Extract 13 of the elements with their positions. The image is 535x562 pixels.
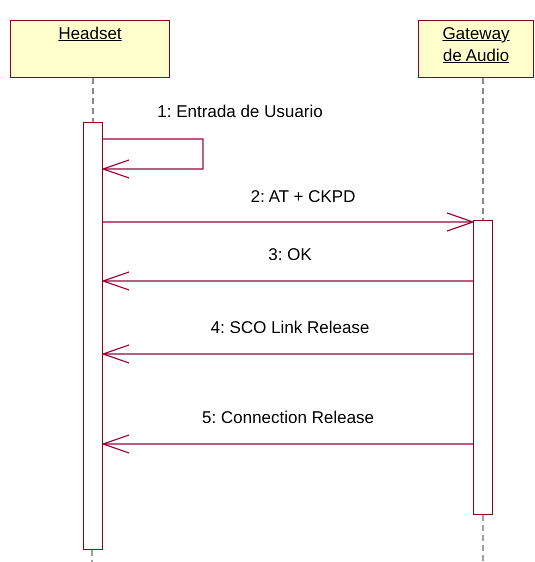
lifeline: [92, 78, 94, 122]
activation-bar: [83, 122, 103, 550]
message-arrow: [102, 271, 473, 291]
self-message-arrow: [102, 138, 204, 179]
activation-bar: [473, 220, 493, 515]
message-arrow: [103, 212, 474, 232]
participant-box: [10, 20, 170, 78]
participant-name: Gateway de Audio: [442, 24, 510, 65]
message-arrow: [102, 434, 473, 454]
participant-box: [418, 20, 534, 78]
message-arrow: [102, 344, 473, 364]
lifeline: [482, 78, 484, 220]
participant-name: Headset: [58, 24, 122, 43]
